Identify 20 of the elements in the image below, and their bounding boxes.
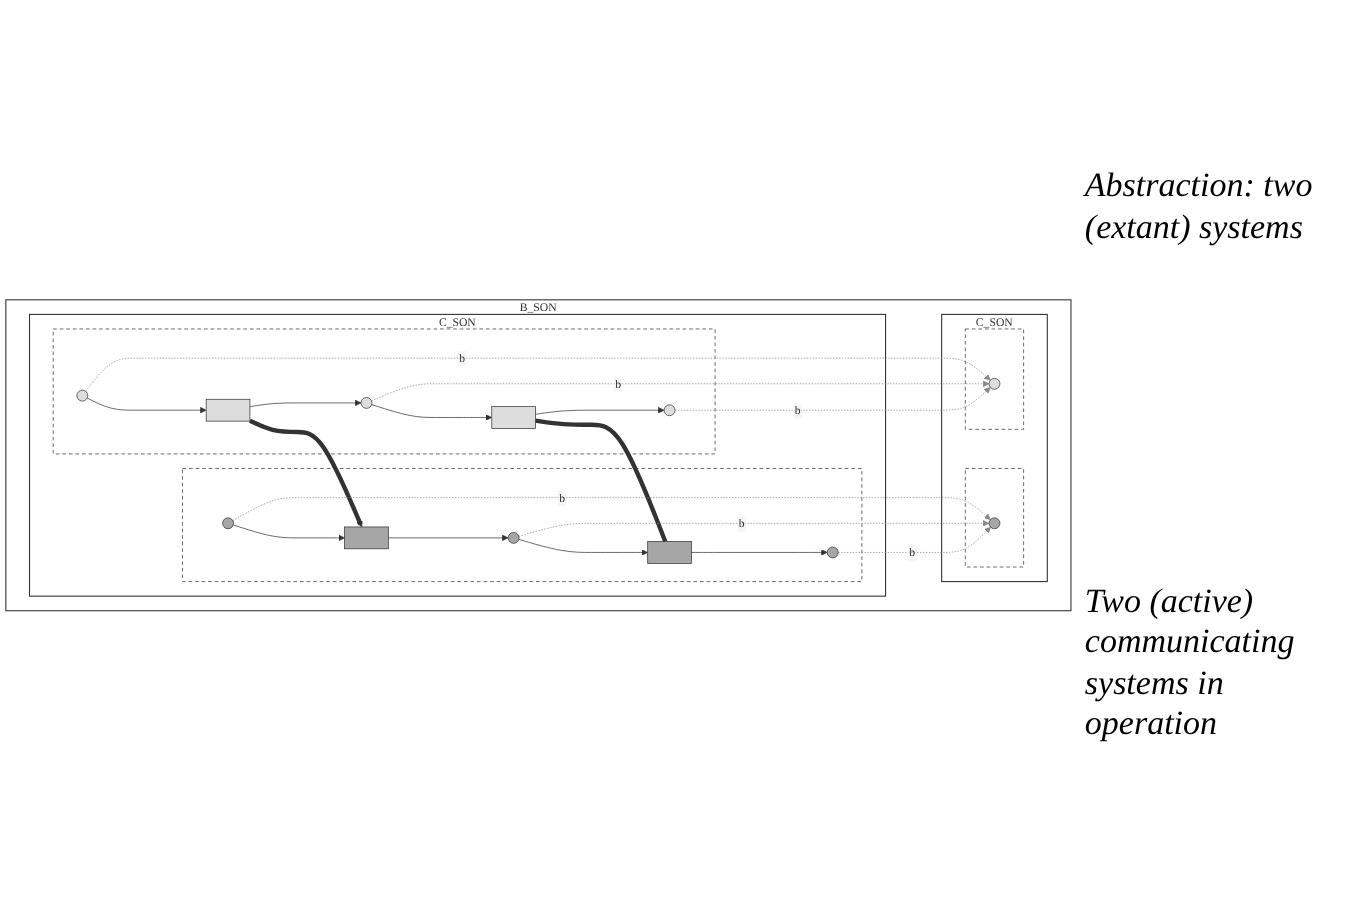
connector (535, 419, 668, 544)
node-circle (826, 547, 839, 559)
cluster (964, 329, 1024, 431)
node-circle (222, 518, 234, 530)
cluster (182, 468, 863, 583)
node-circle (988, 518, 1001, 530)
node-box (344, 527, 389, 550)
node-box (491, 406, 536, 430)
node-circle (360, 397, 373, 410)
node-box (647, 541, 692, 565)
node-circle (988, 378, 1001, 391)
cluster (964, 468, 1024, 569)
arrow (248, 419, 363, 528)
node-circle (663, 405, 676, 417)
node-circle (76, 390, 89, 403)
node-box (205, 399, 251, 423)
cluster (52, 329, 716, 455)
side-note: Abstraction: two (extant) systems (1084, 166, 1315, 249)
node-circle (507, 532, 520, 545)
side-note: Two (active) communicating systems in operation (1084, 582, 1297, 746)
